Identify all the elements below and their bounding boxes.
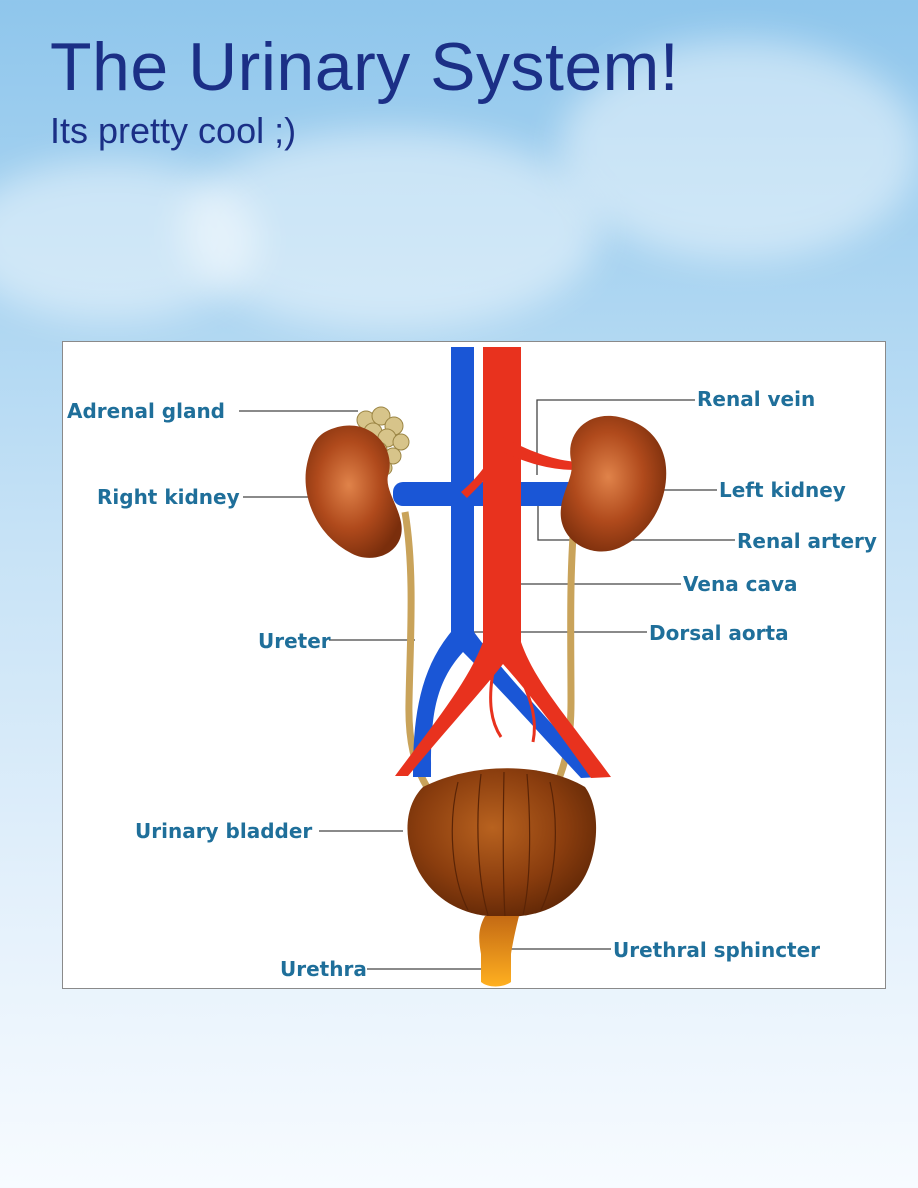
label-urethra: Urethra	[280, 957, 367, 981]
page-subtitle: Its pretty cool ;)	[50, 110, 297, 151]
label-dorsal-aorta: Dorsal aorta	[649, 621, 789, 645]
label-urinary-bladder: Urinary bladder	[135, 819, 312, 843]
page-title: The Urinary System!	[50, 29, 680, 105]
label-urethral-sphincter: Urethral sphincter	[613, 938, 820, 962]
label-left-kidney: Left kidney	[719, 478, 846, 502]
label-renal-vein: Renal vein	[697, 387, 815, 411]
diagram-panel: Adrenal gland Right kidney Ureter Urinar…	[62, 341, 886, 989]
background-cloud	[560, 40, 918, 260]
dorsal-aorta	[395, 347, 611, 778]
label-ureter: Ureter	[258, 629, 331, 653]
urinary-bladder	[407, 768, 597, 918]
label-vena-cava: Vena cava	[683, 572, 798, 596]
label-right-kidney: Right kidney	[97, 485, 240, 509]
left-kidney	[560, 415, 667, 552]
right-kidney	[305, 425, 402, 558]
background-cloud	[0, 160, 260, 320]
urethra	[479, 916, 519, 987]
urinary-system-diagram: Adrenal gland Right kidney Ureter Urinar…	[67, 347, 877, 987]
background-cloud	[180, 130, 600, 330]
label-adrenal-gland: Adrenal gland	[67, 399, 225, 423]
label-renal-artery: Renal artery	[737, 529, 877, 553]
